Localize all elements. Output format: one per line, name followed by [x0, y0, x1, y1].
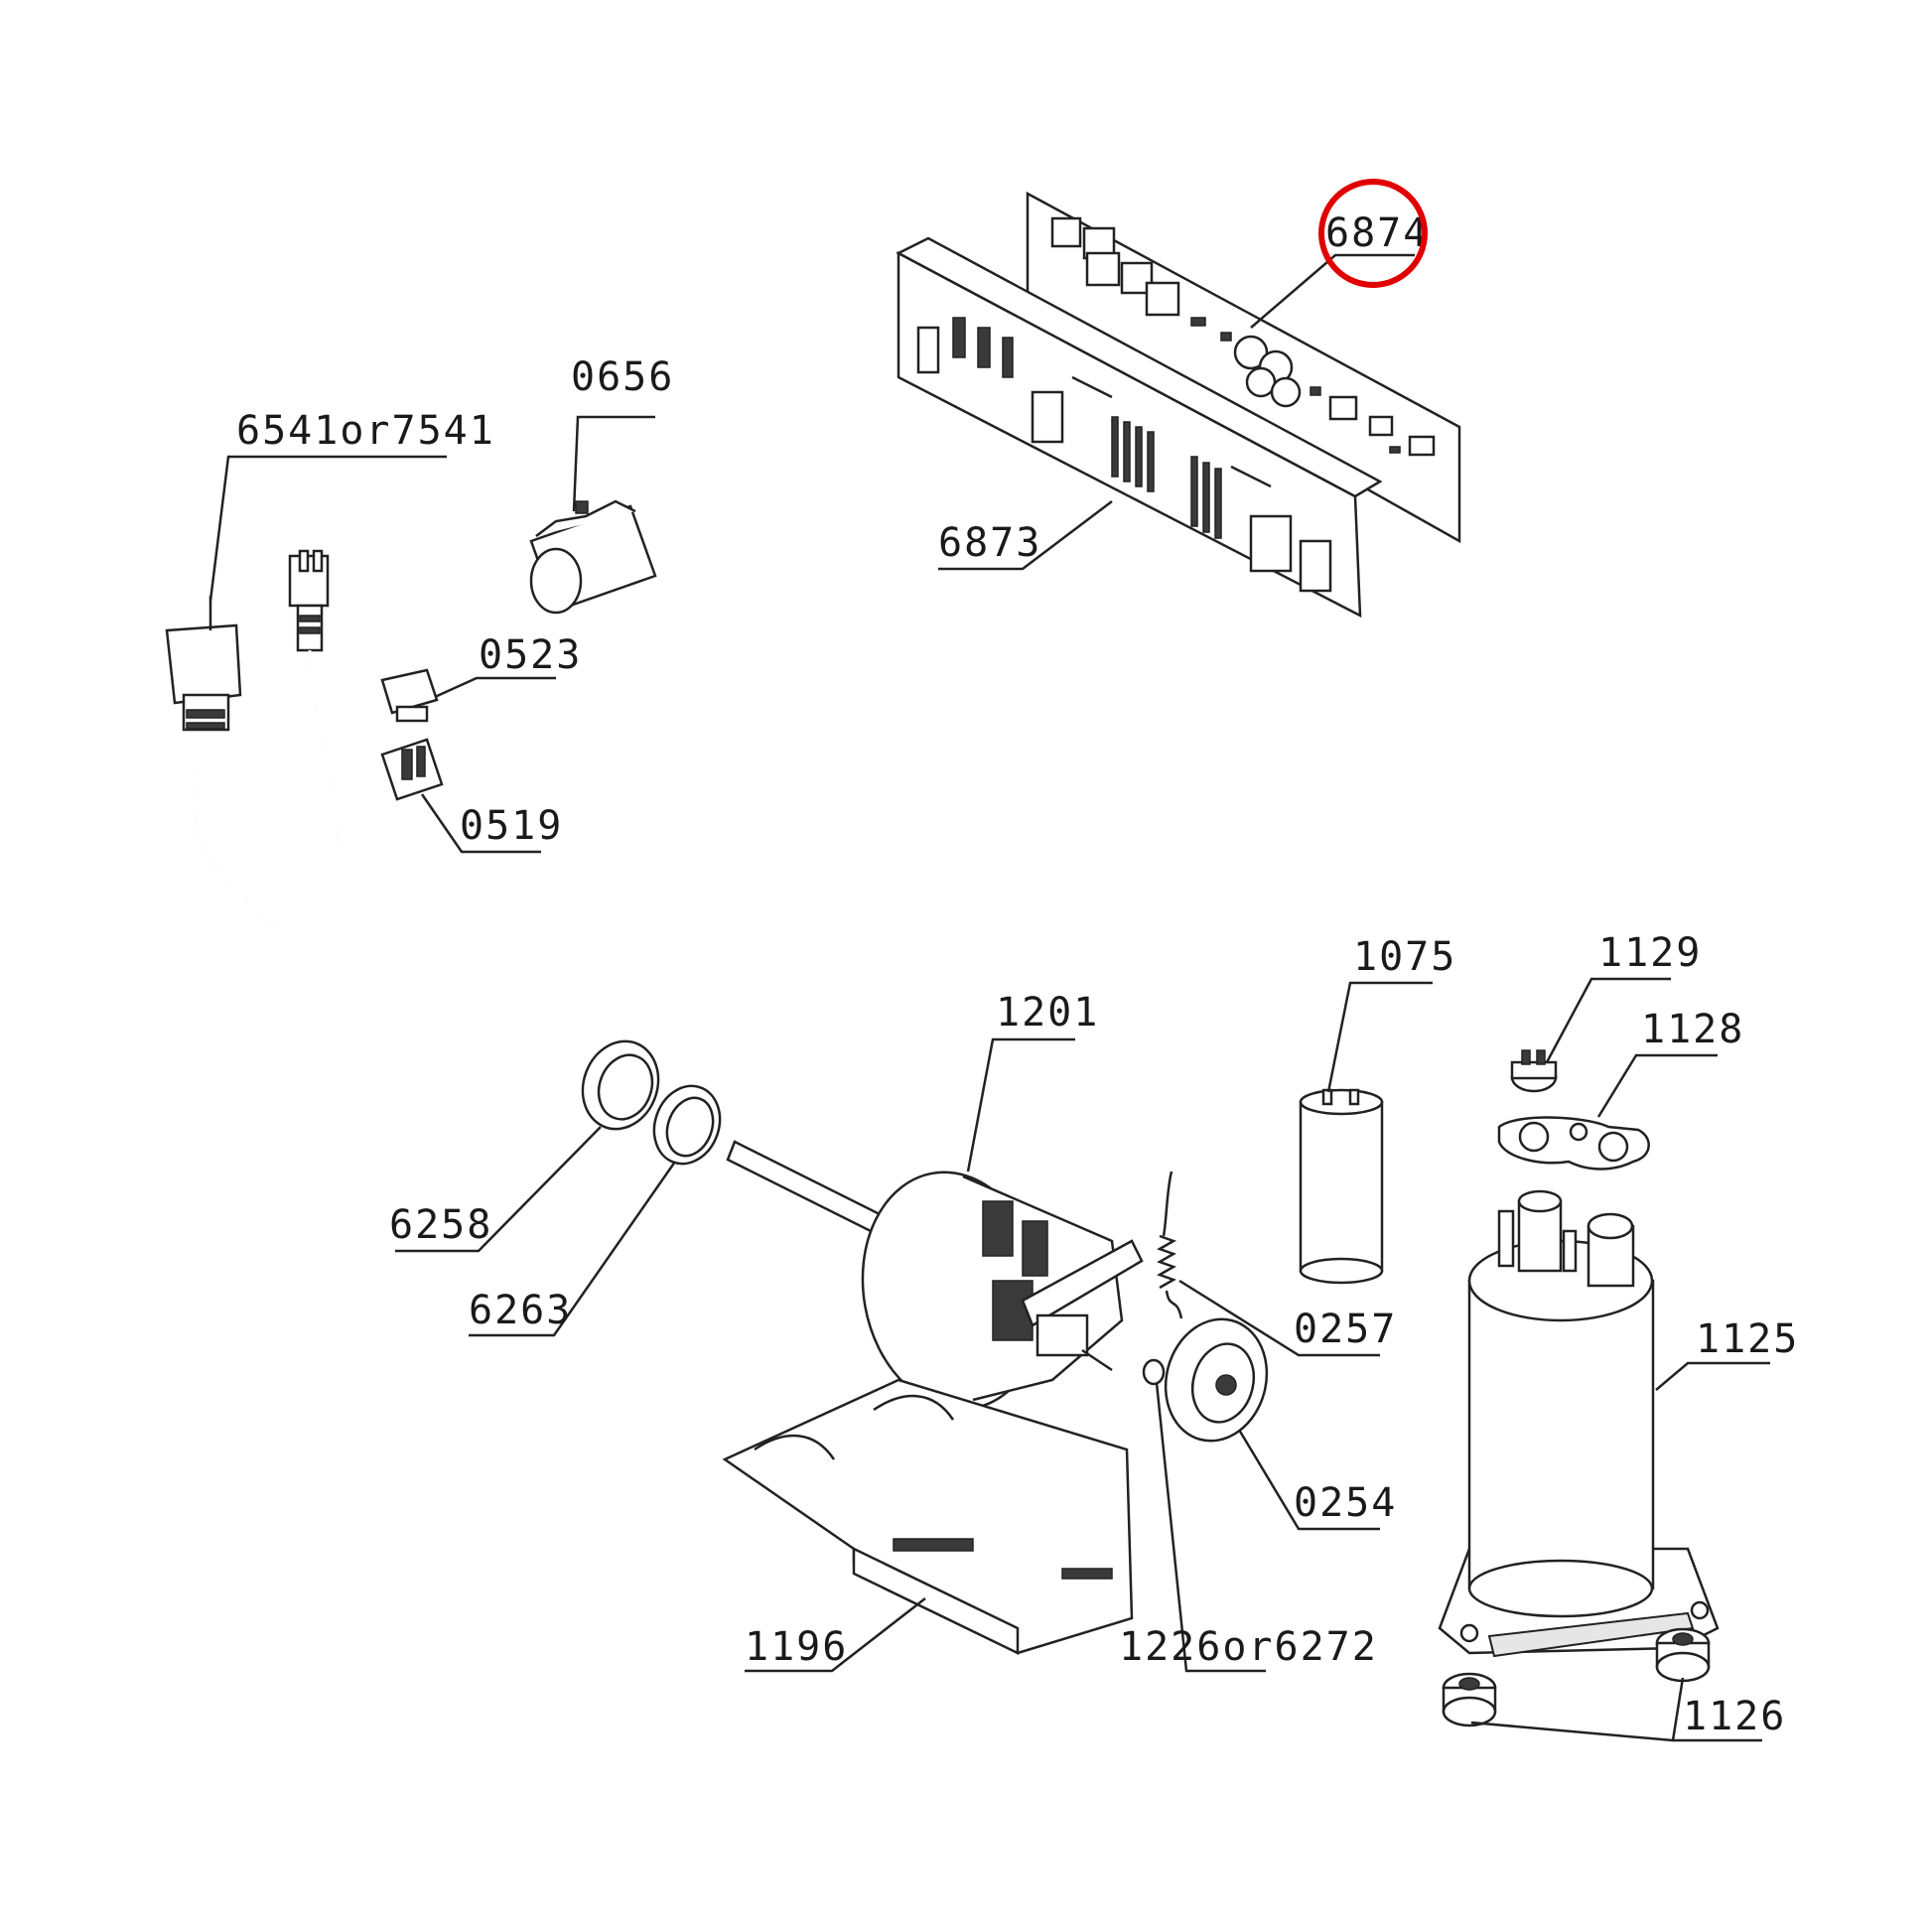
part-0254-pulley [1164, 1317, 1380, 1531]
part-6258 [395, 1039, 660, 1253]
part-6263 [469, 1084, 722, 1337]
part-1125-compressor [1438, 1189, 1770, 1658]
part-1226or6272 [1142, 1358, 1266, 1673]
part-0257-spring [1157, 1171, 1380, 1357]
highlight-circle [1318, 179, 1428, 288]
label-1126: 1126 [1683, 1694, 1786, 1739]
part-1129 [1510, 977, 1671, 1093]
label-6873: 6873 [938, 520, 1041, 566]
label-1129: 1129 [1598, 930, 1702, 976]
housing-details [916, 317, 1332, 593]
part-1196-base [722, 1378, 1134, 1673]
part-0656 [529, 415, 657, 615]
control-board-assembly [896, 191, 1461, 619]
label-6541or7541: 6541or7541 [236, 408, 495, 454]
part-1126-grommets [1442, 1627, 1762, 1742]
part-0519 [380, 738, 541, 854]
power-cord [165, 455, 447, 930]
label-1128: 1128 [1641, 1007, 1744, 1052]
label-0254: 0254 [1294, 1480, 1397, 1526]
label-0257: 0257 [1294, 1307, 1397, 1352]
part-0523 [380, 668, 556, 723]
label-0519: 0519 [460, 803, 563, 849]
part-1201-motor [726, 1037, 1144, 1411]
label-1201: 1201 [996, 990, 1099, 1035]
part-1128-gasket [1497, 1053, 1718, 1171]
pcb-components [1050, 216, 1436, 457]
label-1226or6272: 1226or6272 [1119, 1624, 1378, 1670]
label-1075: 1075 [1353, 934, 1456, 980]
label-0523: 0523 [479, 632, 582, 678]
part-1075-capacitor [1299, 981, 1433, 1285]
label-0656: 0656 [571, 354, 674, 400]
label-6258: 6258 [389, 1202, 492, 1248]
label-1196: 1196 [745, 1624, 848, 1670]
label-6874: 6874 [1325, 210, 1429, 256]
label-1125: 1125 [1696, 1316, 1799, 1362]
label-6263: 6263 [469, 1288, 572, 1333]
